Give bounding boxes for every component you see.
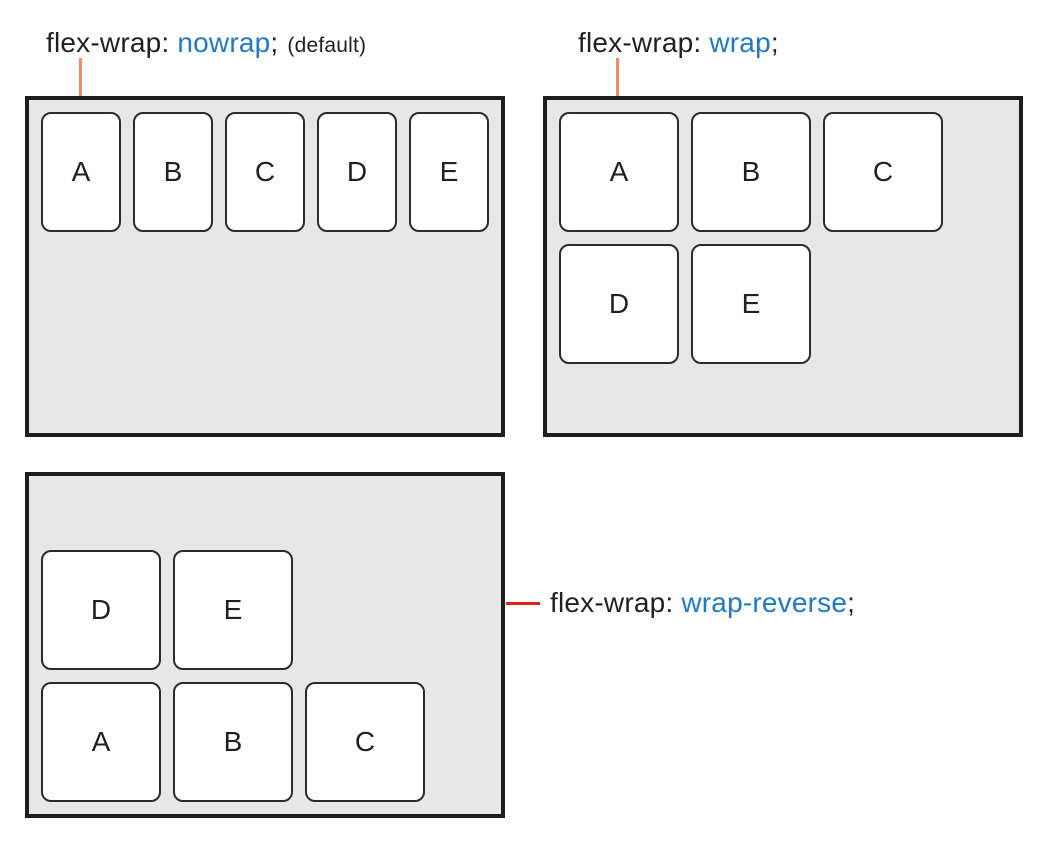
flex-item-b: B [133, 112, 213, 232]
flex-container-wrap-reverse: A B C D E [25, 472, 505, 818]
label-semicolon: ; [270, 27, 279, 58]
flex-item-d: D [559, 244, 679, 364]
label-flex-wrap-wrap: flex-wrap: wrap; [578, 27, 779, 59]
flex-item-e: E [691, 244, 811, 364]
flex-container-nowrap: A B C D E [25, 96, 505, 437]
connector-line-nowrap [79, 58, 82, 96]
flex-item-d: D [317, 112, 397, 232]
label-semicolon: ; [770, 27, 779, 58]
label-flex-wrap-nowrap: flex-wrap: nowrap; (default) [46, 27, 366, 59]
flex-item-d: D [41, 550, 161, 670]
label-value-wrap: wrap [709, 27, 771, 58]
flex-container-wrap: A B C D E [543, 96, 1023, 437]
flex-item-b: B [691, 112, 811, 232]
label-property-name: flex-wrap: [46, 27, 178, 58]
flex-item-a: A [41, 682, 161, 802]
flex-item-c: C [225, 112, 305, 232]
label-flex-wrap-wrap-reverse: flex-wrap: wrap-reverse; [550, 587, 855, 619]
flex-item-a: A [559, 112, 679, 232]
label-property-name: flex-wrap: [578, 27, 710, 58]
flex-item-c: C [305, 682, 425, 802]
label-note-default: (default) [287, 34, 367, 57]
connector-line-wrap [616, 58, 619, 96]
label-value-nowrap: nowrap [177, 27, 271, 58]
label-property-name: flex-wrap: [550, 587, 682, 618]
label-semicolon: ; [847, 587, 856, 618]
label-value-wrap-reverse: wrap-reverse [681, 587, 848, 618]
flex-item-e: E [409, 112, 489, 232]
flex-item-a: A [41, 112, 121, 232]
flex-item-c: C [823, 112, 943, 232]
connector-line-wrap-reverse [506, 602, 540, 605]
flex-item-b: B [173, 682, 293, 802]
flex-item-e: E [173, 550, 293, 670]
